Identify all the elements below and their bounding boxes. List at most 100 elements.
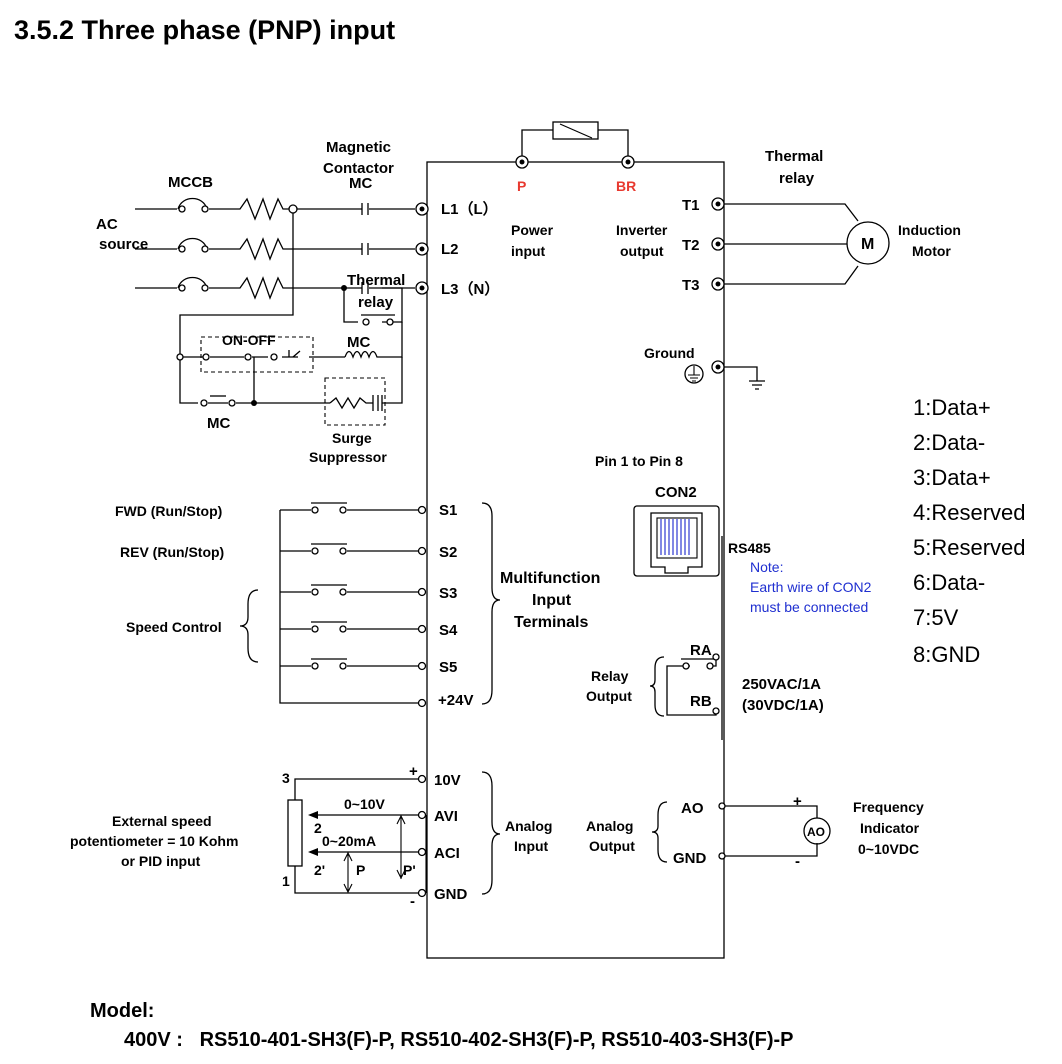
thermal-relay-input-label: Thermal <box>347 272 405 289</box>
plus-24v-terminal-label: +24V <box>438 692 473 709</box>
pin-8-label: 8:GND <box>913 642 980 667</box>
relay-rating-label: 250VAC/1A <box>742 676 821 693</box>
t2-terminal-label: T2 <box>682 237 700 254</box>
ao-terminal-label: AO <box>681 800 704 817</box>
pot-pin-2-prime-label: 2' <box>314 862 325 878</box>
digital-input-wiring <box>239 502 501 708</box>
l3-terminal-label: L3（N） <box>441 280 499 298</box>
potentiometer-label: potentiometer = 10 Kohm <box>70 833 238 849</box>
ac-source-label: AC <box>96 216 118 233</box>
note-text-2: must be connected <box>750 599 868 615</box>
mccb-label: MCCB <box>168 174 213 191</box>
analog-input-label-2: Input <box>514 838 549 854</box>
note-text-1: Earth wire of CON2 <box>750 579 872 595</box>
power-input-label-2: input <box>511 243 546 259</box>
rev-run-stop-label: REV (Run/Stop) <box>120 544 224 560</box>
speed-control-label: Speed Control <box>126 619 222 635</box>
pot-pin-1-label: 1 <box>282 873 290 889</box>
relay-rating-label-2: (30VDC/1A) <box>742 697 824 714</box>
relay-output-wiring <box>649 653 720 717</box>
t1-terminal-label: T1 <box>682 197 700 214</box>
pin-range-label: Pin 1 to Pin 8 <box>595 453 683 469</box>
relay-output-label: Relay <box>591 668 629 684</box>
br-terminal-label: BR <box>616 178 636 194</box>
on-off-switch-label: ON-OFF <box>222 332 276 348</box>
multifunction-label: Multifunction <box>500 570 600 587</box>
aci-terminal-label: ACI <box>434 845 460 862</box>
note-label: Note: <box>750 559 783 575</box>
fwd-run-stop-label: FWD (Run/Stop) <box>115 503 222 519</box>
power-input-label: Power <box>511 222 554 238</box>
s1-terminal-label: S1 <box>439 502 457 519</box>
rs485-label: RS485 <box>728 540 771 556</box>
avi-terminal-label: AVI <box>434 808 458 825</box>
analog-gnd-terminal-label: GND <box>673 850 707 867</box>
frequency-indicator-label-2: Indicator <box>860 820 920 836</box>
pot-pin-3-label: 3 <box>282 770 290 786</box>
magnetic-contactor-label: Magnetic <box>326 139 391 156</box>
ac-source-label-2: source <box>99 236 148 253</box>
model-label: Model: <box>90 1000 154 1022</box>
induction-motor-label: Induction <box>898 222 961 238</box>
pot-pin-2-label: 2 <box>314 820 322 836</box>
inverter-output-label-2: output <box>620 243 664 259</box>
p-terminal-label: P <box>517 178 526 194</box>
s4-terminal-label: S4 <box>439 622 458 639</box>
mc-contact-label: MC <box>207 415 230 432</box>
s2-terminal-label: S2 <box>439 544 457 561</box>
analog-plus-sign: + <box>409 763 418 780</box>
rb-terminal-label: RB <box>690 693 712 710</box>
inverter-body <box>426 161 725 959</box>
pin-6-label: 6:Data- <box>913 570 985 595</box>
analog-input-label: Analog <box>505 818 552 834</box>
pin-7-label: 7:5V <box>913 605 959 630</box>
analog-minus-sign: - <box>410 893 415 910</box>
l2-terminal-label: L2 <box>441 241 459 258</box>
motor-symbol: M <box>861 236 874 253</box>
induction-motor-label-2: Motor <box>912 243 951 259</box>
external-speed-label: External speed <box>112 813 212 829</box>
mc-label: MC <box>349 175 372 192</box>
inverter-output-label: Inverter <box>616 222 668 238</box>
ground-label: Ground <box>644 345 695 361</box>
relay-output-label-2: Output <box>586 688 632 704</box>
ao-meter-icon: AO <box>807 825 825 839</box>
section-title: 3.5.2 Three phase (PNP) input <box>14 15 395 45</box>
meter-plus-sign: + <box>793 793 802 810</box>
frequency-range-label: 0~10VDC <box>858 841 919 857</box>
pin-1-label: 1:Data+ <box>913 395 991 420</box>
con2-label: CON2 <box>655 484 697 501</box>
surge-suppressor-label: Surge <box>332 430 372 446</box>
analog-output-label-2: Output <box>589 838 635 854</box>
three-phase-power-wiring <box>135 197 429 426</box>
rj45-connector-icon <box>633 505 720 577</box>
magnetic-contactor-label-2: Contactor <box>323 160 394 177</box>
pin-4-label: 4:Reserved <box>913 500 1026 525</box>
s5-terminal-label: S5 <box>439 659 457 676</box>
gnd-terminal-label: GND <box>434 886 468 903</box>
pid-input-label: or PID input <box>121 853 201 869</box>
p-voltage-label: P <box>356 862 365 878</box>
braking-resistor <box>515 121 635 169</box>
pin-5-label: 5:Reserved <box>913 535 1026 560</box>
thermal-relay-output-label: Thermal <box>765 148 823 165</box>
voltage-range-label: 0~10V <box>344 796 386 812</box>
l1-terminal-label: L1（L） <box>441 200 498 218</box>
thermal-relay-input-label-2: relay <box>358 294 394 311</box>
pin-3-label: 3:Data+ <box>913 465 991 490</box>
10v-terminal-label: 10V <box>434 772 461 789</box>
t3-terminal-label: T3 <box>682 277 700 294</box>
analog-output-wiring <box>651 801 831 863</box>
analog-input-wiring <box>287 771 501 898</box>
model-list: 400V : RS510-401-SH3(F)-P, RS510-402-SH3… <box>124 1029 794 1051</box>
multifunction-input-label: Input <box>532 592 572 609</box>
s3-terminal-label: S3 <box>439 585 457 602</box>
motor-wiring <box>684 197 890 390</box>
surge-suppressor-label-2: Suppressor <box>309 449 387 465</box>
p-prime-voltage-label: P' <box>403 862 416 878</box>
pin-2-label: 2:Data- <box>913 430 985 455</box>
mc-coil-label: MC <box>347 334 370 351</box>
ra-terminal-label: RA <box>690 642 712 659</box>
meter-minus-sign: - <box>795 853 800 870</box>
